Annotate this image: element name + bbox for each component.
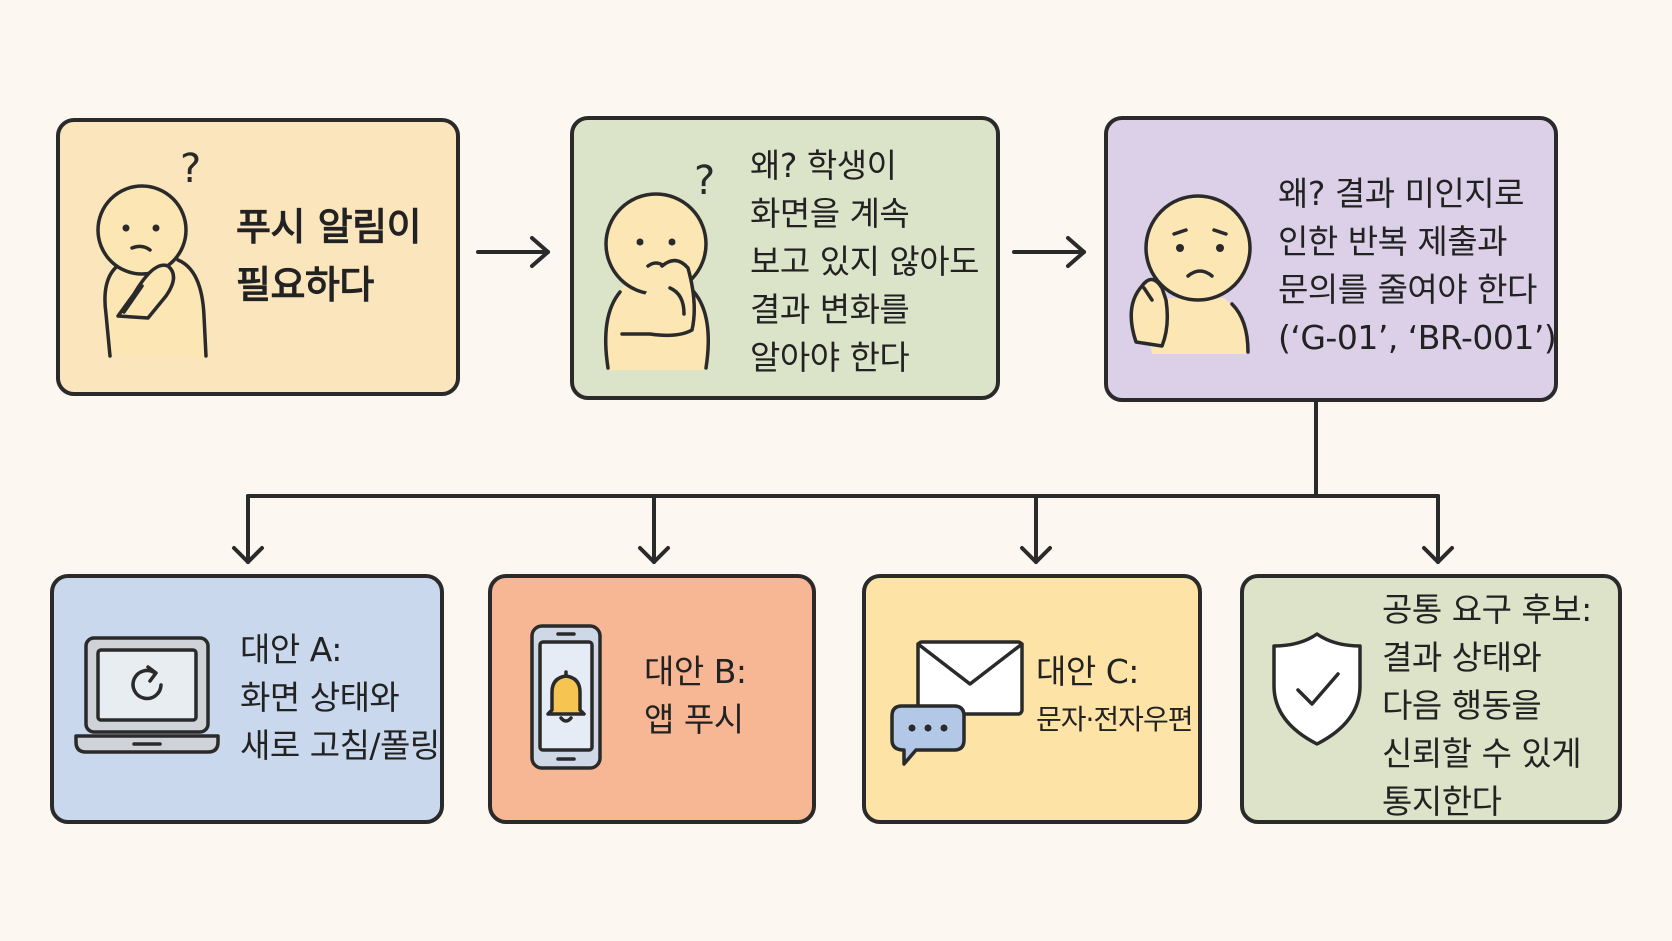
root-cause-box: 왜? 결과 미인지로 인한 반복 제출과 문의를 줄여야 한다 (‘G-01’,… <box>1104 116 1558 402</box>
arrow-reason-to-root-cause <box>1012 236 1086 268</box>
phone-bell-icon <box>530 624 602 770</box>
arrow-to-alt-b <box>638 494 670 564</box>
thinking-person-icon: ? <box>603 158 715 370</box>
laptop-refresh-icon <box>74 636 220 754</box>
svg-text:?: ? <box>694 158 715 204</box>
shield-check-icon <box>1272 632 1362 746</box>
problem-text: 푸시 알림이 필요하다 <box>236 205 422 307</box>
arrow-to-alt-c <box>1020 494 1052 564</box>
thinking-person-icon: ? <box>96 146 208 358</box>
common-requirement-text: 공통 요구 후보: 결과 상태와 다음 행동을 신뢰할 수 있게 통지한다 <box>1382 590 1592 821</box>
arrow-to-common <box>1422 494 1454 564</box>
arrow-to-alt-a <box>232 494 264 564</box>
alternative-c-box: 대안 C: 문자·전자우편 <box>862 574 1202 824</box>
common-requirement-box: 공통 요구 후보: 결과 상태와 다음 행동을 신뢰할 수 있게 통지한다 <box>1240 574 1622 824</box>
mail-chat-icon <box>890 640 1024 766</box>
alternative-b-text: 대안 B: 앱 푸시 <box>644 652 747 739</box>
branch-connector <box>246 400 1440 498</box>
worried-person-icon <box>1129 194 1252 354</box>
root-cause-text: 왜? 결과 미인지로 인한 반복 제출과 문의를 줄여야 한다 (‘G-01’,… <box>1278 174 1557 357</box>
alternative-c-text: 대안 C: 문자·전자우편 <box>1036 652 1193 736</box>
reason-box: ? 왜? 학생이 화면을 계속 보고 있지 않아도 결과 변화를 알아야 한다 <box>570 116 1000 400</box>
arrow-problem-to-reason <box>476 236 550 268</box>
reason-text: 왜? 학생이 화면을 계속 보고 있지 않아도 결과 변화를 알아야 한다 <box>750 146 980 377</box>
alternative-b-box: 대안 B: 앱 푸시 <box>488 574 816 824</box>
svg-text:?: ? <box>180 146 201 192</box>
alternative-a-text: 대안 A: 화면 상태와 새로 고침/폴링 <box>240 630 440 765</box>
alternative-a-box: 대안 A: 화면 상태와 새로 고침/폴링 <box>50 574 444 824</box>
problem-box: ? 푸시 알림이 필요하다 <box>56 118 460 396</box>
